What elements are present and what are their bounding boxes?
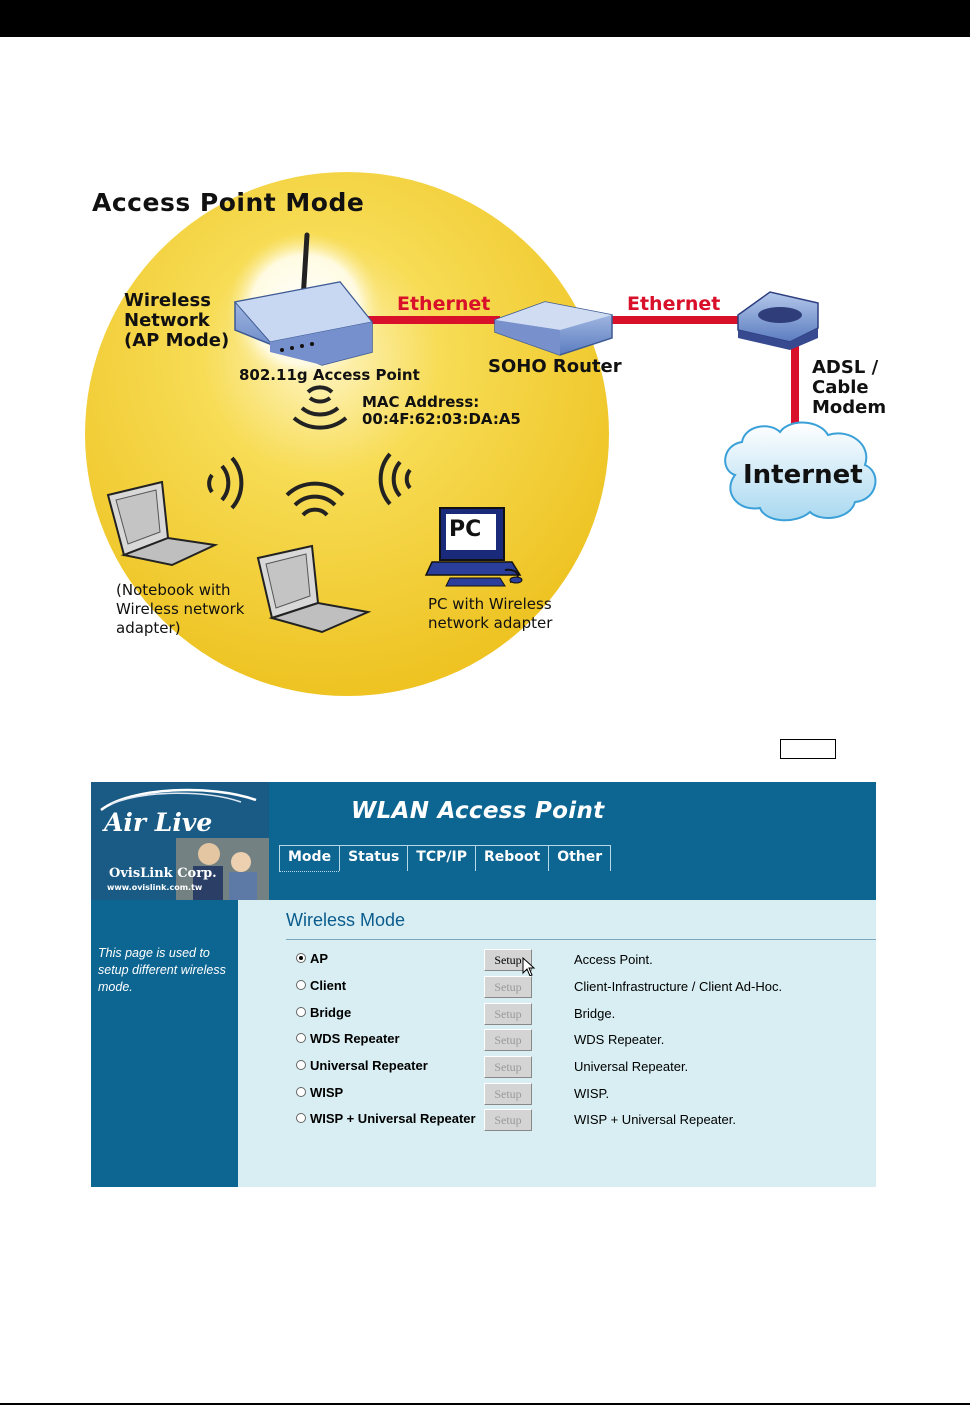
notebook-caption-line-3: adapter): [116, 619, 181, 637]
mode-radio-wds-repeater[interactable]: [296, 1033, 306, 1043]
mode-desc-wisp: WISP.: [574, 1086, 610, 1101]
wireless-waves-ap: [292, 385, 348, 430]
pc-caption-line-2: network adapter: [428, 614, 553, 632]
mode-radio-wisp-universal-repeater[interactable]: [296, 1113, 306, 1123]
mode-label-wisp: WISP: [310, 1085, 344, 1100]
setup-button-wds-repeater[interactable]: Setup: [484, 1029, 532, 1051]
internet-cloud-icon: [724, 421, 877, 522]
wlan-ap-web-ui: Air Live OvisLink Corp. www.ovislink.com…: [91, 782, 876, 1187]
wireless-waves-pc: [378, 452, 412, 506]
airlive-logo: Air Live OvisLink Corp. www.ovislink.com…: [91, 782, 269, 900]
mac-address-label: MAC Address: 00:4F:62:03:DA:A5: [362, 394, 521, 427]
wireless-network-line-2: Network: [124, 309, 210, 331]
notebook-caption: (Notebook with Wireless network adapter): [116, 581, 244, 638]
mode-desc-wds-repeater: WDS Repeater.: [574, 1032, 665, 1047]
mode-radio-client[interactable]: [296, 980, 306, 990]
mode-radio-bridge[interactable]: [296, 1007, 306, 1017]
sidebar: This page is used to setup different wir…: [91, 900, 238, 1187]
diagram-graphics: [85, 172, 877, 696]
mode-desc-bridge: Bridge.: [574, 1006, 616, 1021]
modem-line-2: Cable: [812, 376, 869, 398]
tab-mode[interactable]: Mode: [279, 845, 340, 872]
wireless-network-line-1: Wireless: [124, 290, 211, 311]
mode-desc-client: Client-Infrastructure / Client Ad-Hoc.: [574, 979, 783, 994]
mode-label-ap: AP: [310, 951, 329, 966]
pc-icon: [424, 507, 523, 587]
mode-label-client: Client: [310, 978, 347, 993]
ethernet-label-2: Ethernet: [627, 293, 721, 315]
setup-button-bridge[interactable]: Setup: [484, 1003, 532, 1025]
logo-url-text: www.ovislink.com.tw: [107, 883, 203, 892]
title-divider: [286, 939, 876, 940]
mode-row-bridge: Bridge Setup Bridge.: [296, 1003, 876, 1029]
tab-status[interactable]: Status: [339, 845, 408, 871]
wireless-waves-notebook2: [285, 481, 345, 517]
mode-radio-ap[interactable]: [296, 953, 306, 963]
access-point-icon: [234, 232, 373, 366]
notebook-caption-line-2: Wireless network: [116, 600, 245, 618]
soho-router-label: SOHO Router: [488, 356, 622, 377]
mode-row-wds-repeater: WDS Repeater Setup WDS Repeater.: [296, 1029, 876, 1055]
internet-label: Internet: [743, 460, 863, 490]
mode-radio-wisp[interactable]: [296, 1087, 306, 1097]
setup-button-client[interactable]: Setup: [484, 976, 532, 998]
mode-row-wisp: WISP Setup WISP.: [296, 1083, 876, 1109]
mode-row-universal-repeater: Universal Repeater Setup Universal Repea…: [296, 1056, 876, 1082]
modem-icon: [737, 291, 819, 350]
main-content: Wireless Mode AP Setup Access Point. Cli…: [238, 900, 876, 1187]
diagram-title: Access Point Mode: [92, 188, 365, 217]
mouse-pointer-icon: [522, 957, 536, 977]
mode-label-bridge: Bridge: [310, 1005, 352, 1020]
mode-label-universal-repeater: Universal Repeater: [310, 1058, 428, 1073]
modem-label: ADSL / Cable Modem: [812, 358, 886, 417]
mode-label-wisp-universal-repeater: WISP + Universal Repeater: [310, 1111, 476, 1126]
pc-caption-line-1: PC with Wireless: [428, 595, 552, 613]
wireless-network-label: Wireless Network (AP Mode): [124, 291, 229, 350]
mode-label-wds-repeater: WDS Repeater: [310, 1031, 400, 1046]
mode-desc-ap: Access Point.: [574, 952, 653, 967]
access-point-mode-diagram: Access Point Mode Wireless Network (AP M…: [0, 170, 970, 710]
tab-reboot[interactable]: Reboot: [474, 845, 549, 871]
mac-address-caption: MAC Address:: [362, 393, 480, 411]
mode-row-ap: AP Setup Access Point.: [296, 949, 876, 977]
notebook-icon-1: [106, 480, 219, 567]
nav-tabs: Mode Status TCP/IP Reboot Other: [279, 845, 612, 872]
mac-address-value: 00:4F:62:03:DA:A5: [362, 409, 521, 428]
top-black-bar: [0, 0, 970, 37]
wireless-waves-notebook1: [207, 456, 244, 510]
mode-row-client: Client Setup Client-Infrastructure / Cli…: [296, 976, 876, 1002]
soho-router-icon: [494, 301, 613, 356]
modem-line-3: Modem: [812, 396, 887, 418]
sidebar-help-text: This page is used to setup different wir…: [98, 946, 226, 994]
logo-graphic: [100, 788, 269, 900]
setup-button-wisp[interactable]: Setup: [484, 1083, 532, 1105]
logo-brand-text: Air Live: [104, 808, 213, 837]
setup-button-universal-repeater[interactable]: Setup: [484, 1056, 532, 1078]
setup-button-wisp-universal-repeater[interactable]: Setup: [484, 1109, 532, 1131]
reference-box: [780, 739, 836, 759]
bottom-rule: [0, 1403, 970, 1405]
mode-desc-wisp-universal-repeater: WISP + Universal Repeater.: [574, 1112, 736, 1127]
modem-line-1: ADSL /: [812, 357, 879, 378]
pc-caption: PC with Wireless network adapter: [428, 595, 552, 633]
mode-desc-universal-repeater: Universal Repeater.: [574, 1059, 689, 1074]
logo-corp-text: OvisLink Corp.: [109, 866, 217, 881]
mode-radio-universal-repeater[interactable]: [296, 1060, 306, 1070]
setup-button-ap[interactable]: Setup: [484, 949, 532, 971]
notebook-icon-2: [256, 544, 372, 634]
page-title: Wireless Mode: [286, 910, 406, 930]
tab-tcpip[interactable]: TCP/IP: [407, 845, 475, 871]
access-point-label: 802.11g Access Point: [239, 366, 420, 384]
wireless-network-line-3: (AP Mode): [124, 329, 230, 351]
ethernet-label-1: Ethernet: [397, 293, 491, 315]
tab-other[interactable]: Other: [548, 845, 612, 871]
mode-row-wisp-universal-repeater: WISP + Universal Repeater Setup WISP + U…: [296, 1109, 876, 1135]
pc-screen-label: PC: [449, 517, 482, 542]
app-title: WLAN Access Point: [351, 798, 605, 824]
notebook-caption-line-1: (Notebook with: [116, 581, 231, 599]
ui-header: Air Live OvisLink Corp. www.ovislink.com…: [91, 782, 876, 900]
